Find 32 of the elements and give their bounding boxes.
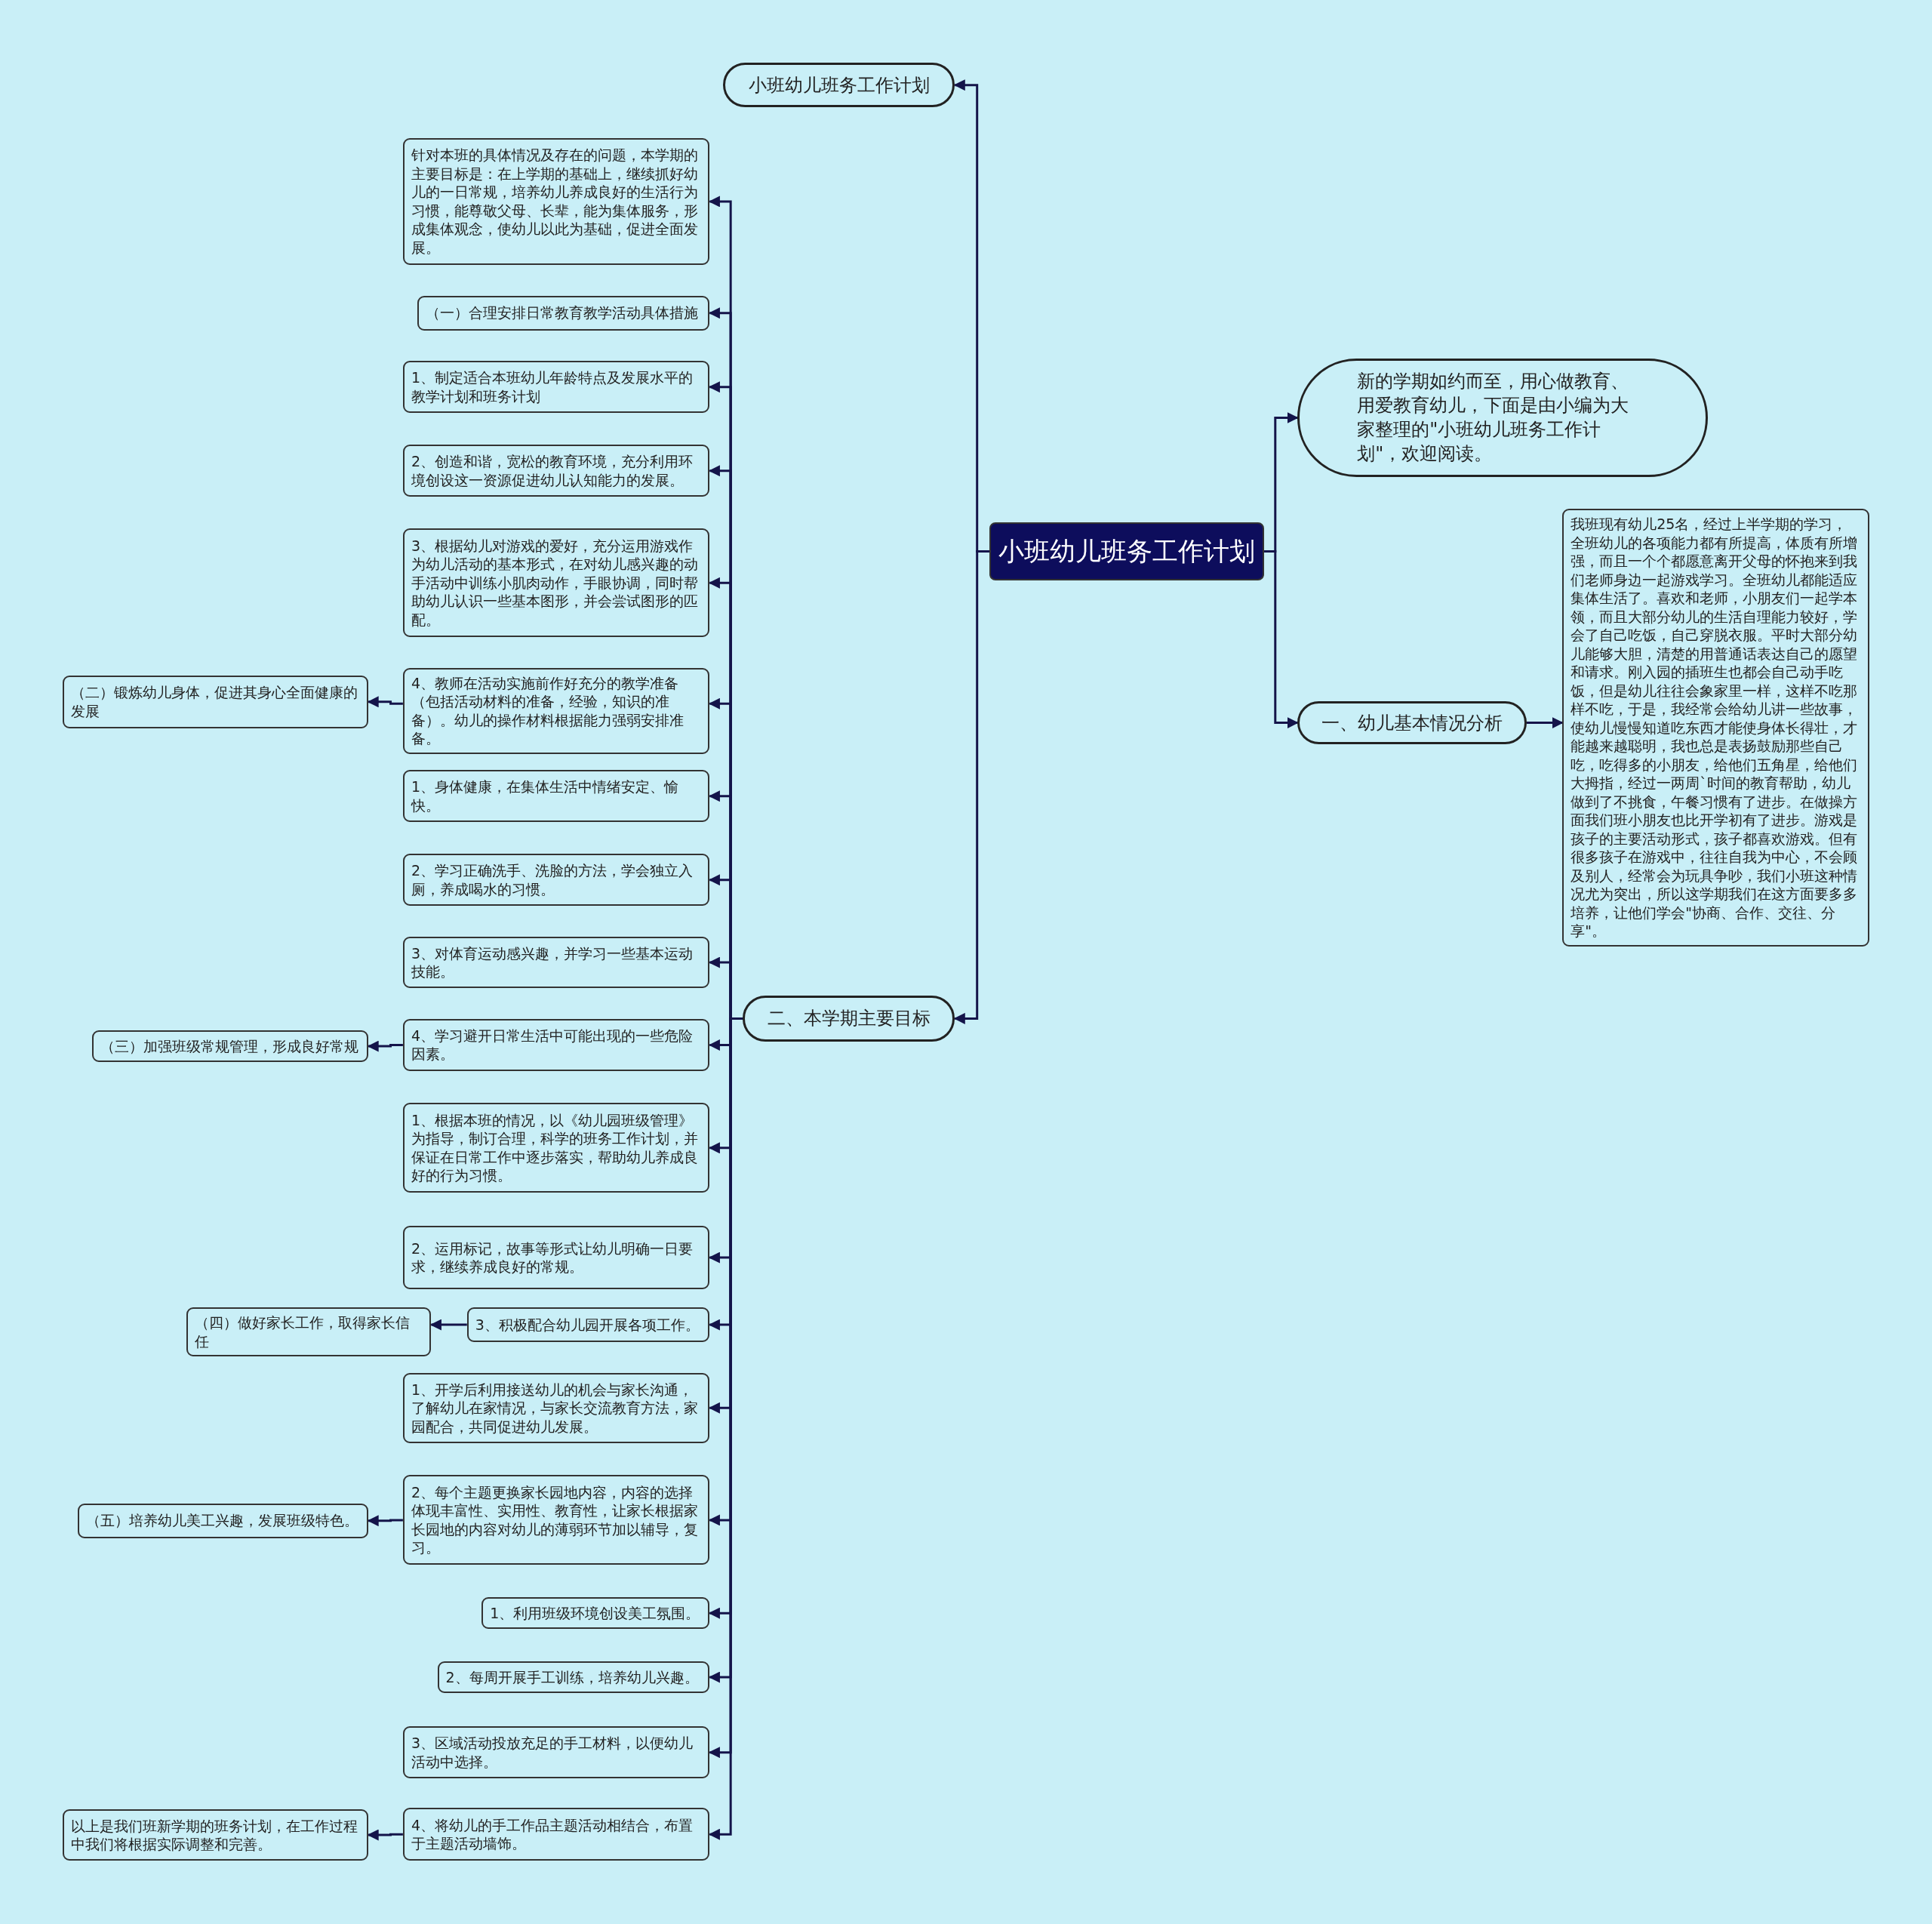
text-box: 1、制定适合本班幼儿年龄特点及发展水平的教学计划和班务计划 bbox=[402, 361, 710, 413]
text-box: （三）加强班级常规管理，形成良好常规 bbox=[92, 1030, 369, 1063]
text-box: 4、将幼儿的手工作品主题活动相结合，布置于主题活动墙饰。 bbox=[402, 1808, 710, 1861]
text-box: （二）锻炼幼儿身体，促进其身心全面健康的发展 bbox=[63, 675, 369, 728]
text-box: （五）培养幼儿美工兴趣，发展班级特色。 bbox=[77, 1503, 369, 1538]
intro-pill: 新的学期如约而至，用心做教育、用爱教育幼儿，下面是由小编为大家整理的"小班幼儿班务工作计划"，欢迎阅读。 bbox=[1297, 359, 1708, 477]
text-box: 2、每周开展手工训练，培养幼儿兴趣。 bbox=[437, 1661, 710, 1694]
connector-arrow bbox=[1526, 717, 1564, 729]
text-box: 我班现有幼儿25名，经过上半学期的学习，全班幼儿的各项能力都有所提高，体质有所增强，而且一个个都愿意离开父母的怀抱来到我们老师身边一起游戏学习。全班幼儿都能适应集体生活了。喜欢和老师，小朋友们一起学本领，而且大部分幼儿的生活自理能力较好，学会了自己吃饭，自己穿脱衣服。平时大部分幼儿能够大胆，清楚的用普通话表达自己的愿望和请求。刚入园的插班生也都会自己动手吃饭，但是幼儿往往会象家里一样，这样不吃那样不吃，于是，我经常会给幼儿讲一些故事，使幼儿慢慢知道吃东西才能使身体长得壮，才能越来越聪明，我也总是表扬鼓励那些自己吃，吃得多的小朋友，给他们五角星，给他们大拇指，经过一两周`时间的教育帮助，幼儿做到了不挑食，午餐习惯有了进步。在做操方面我们班小朋友也比开学初有了进步。游戏是孩子的主要活动形式，孩子都喜欢游戏。但有很多孩子在游戏中，往往自我为中心，不会顾及别人，经常会为玩具争吵，我们小班这种情况尤为突出，所以这学期我们在这方面要多多培养，让他们学会"协商、合作、交往、分享"。 bbox=[1562, 509, 1869, 947]
text-box: 1、利用班级环境创设美工氛围。 bbox=[481, 1596, 710, 1630]
topic-pill: 一、幼儿基本情况分析 bbox=[1297, 700, 1527, 745]
text-box: 1、身体健康，在集体生活中情绪安定、愉快。 bbox=[402, 770, 710, 822]
text-box: 针对本班的具体情况及存在的问题，本学期的主要目标是：在上学期的基础上，继续抓好幼儿的一日常规，培养幼儿养成良好的生活行为习惯，能尊敬父母、长辈，能为集体服务，形成集体观念，使幼儿以此为基础，促进全面发展。 bbox=[402, 137, 710, 265]
text-box: 3、对体育运动感兴趣，并学习一些基本运动技能。 bbox=[402, 936, 710, 989]
text-box: 2、运用标记，故事等形式让幼儿明确一日要求，继续养成良好的常规。 bbox=[402, 1226, 710, 1289]
text-box: 3、积极配合幼儿园开展各项工作。 bbox=[466, 1307, 710, 1342]
topic-pill: 小班幼儿班务工作计划 bbox=[723, 63, 955, 107]
connector-arrow bbox=[1264, 550, 1299, 729]
central-topic-box: 小班幼儿班务工作计划 bbox=[989, 522, 1265, 580]
text-box: 2、学习正确洗手、洗脸的方法，学会独立入厕，养成喝水的习惯。 bbox=[402, 854, 710, 906]
text-box: 4、教师在活动实施前作好充分的教学准备（包括活动材料的准备，经验，知识的准备）。幼儿的操作材料根据能力强弱安排准备。 bbox=[402, 667, 710, 754]
text-box: （四）做好家长工作，取得家长信任 bbox=[186, 1307, 432, 1357]
text-box: 1、根据本班的情况，以《幼儿园班级管理》为指导，制订合理，科学的班务工作计划，并保证在日常工作中逐步落实，帮助幼儿养成良好的行为习惯。 bbox=[402, 1103, 710, 1193]
text-box: 2、每个主题更换家长园地内容，内容的选择体现丰富性、实用性、教育性，让家长根据家长园地的内容对幼儿的薄弱环节加以辅导，复习。 bbox=[402, 1475, 710, 1565]
topic-pill: 二、本学期主要目标 bbox=[743, 996, 955, 1042]
text-box: 1、开学后利用接送幼儿的机会与家长沟通，了解幼儿在家情况，与家长交流教育方法，家园配合，共同促进幼儿发展。 bbox=[402, 1372, 710, 1443]
text-box: 3、根据幼儿对游戏的爱好，充分运用游戏作为幼儿活动的基本形式，在对幼儿感兴趣的动手活动中训练小肌肉动作，手眼协调，同时帮助幼儿认识一些基本图形，并会尝试图形的匹配。 bbox=[402, 528, 710, 638]
text-box: 以上是我们班新学期的班务计划，在工作过程中我们将根据实际调整和完善。 bbox=[63, 1809, 369, 1861]
text-box: 3、区域活动投放充足的手工材料，以便幼儿活动中选择。 bbox=[402, 1726, 710, 1778]
text-box: （一）合理安排日常教育教学活动具体措施 bbox=[417, 295, 710, 331]
text-box: 4、学习避开日常生活中可能出现的一些危险因素。 bbox=[402, 1019, 710, 1071]
text-box: 2、创造和谐，宽松的教育环境，充分利用环境创设这一资源促进幼儿认知能力的发展。 bbox=[402, 445, 710, 497]
